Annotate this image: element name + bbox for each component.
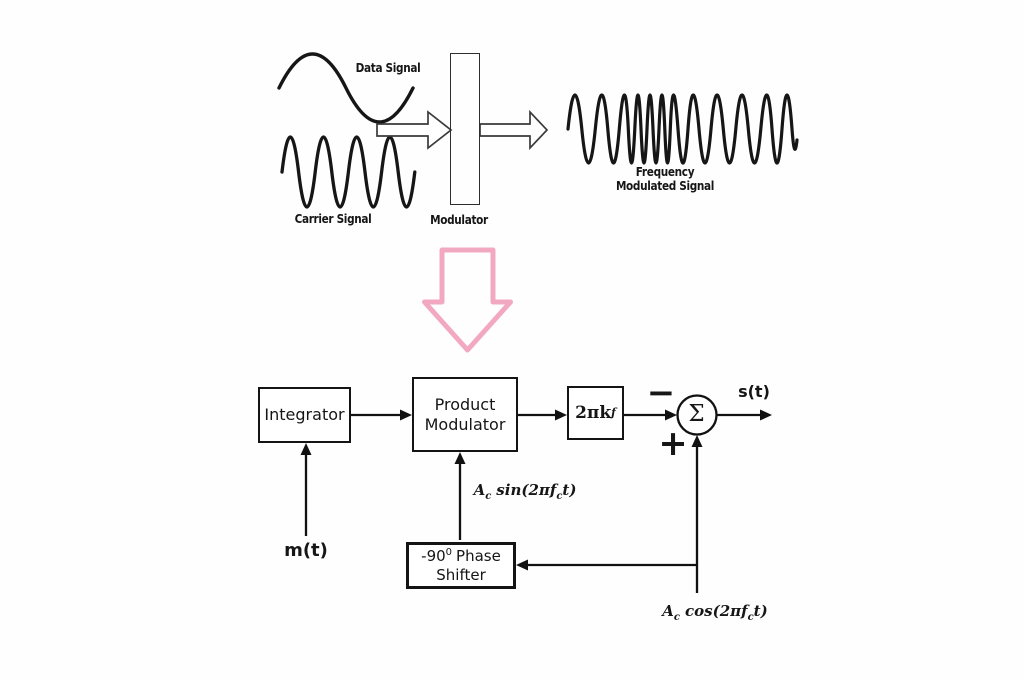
data-signal-label: Data Signal <box>355 60 421 75</box>
connector-arrowheads <box>300 409 772 571</box>
phase-shifter-degrees-sup: 0 <box>445 547 453 559</box>
cos-func: cos(2π <box>685 602 742 620</box>
summer-minus-sign: − <box>646 373 676 413</box>
product-modulator-box: Product Modulator <box>412 377 518 452</box>
modulator-input-arrow-icon <box>376 110 453 150</box>
product-modulator-label-line1: Product <box>434 394 496 414</box>
fm-signal-label: Frequency Modulated Signal <box>600 165 730 192</box>
arrowhead-icon <box>300 443 312 455</box>
arrowhead-icon <box>760 409 772 421</box>
data-signal-wave <box>277 52 415 124</box>
phase-shifter-degrees: -90 <box>421 547 446 566</box>
pink-down-arrow-icon <box>422 247 513 353</box>
carrier-signal-label: Carrier Signal <box>294 211 372 226</box>
summer-sigma-symbol: Σ <box>688 401 705 427</box>
carrier-signal-wave <box>280 135 417 209</box>
cos-f-sub: c <box>747 612 754 623</box>
fm-signal-label-line1: Frequency <box>635 164 695 179</box>
sin-var: A <box>473 481 486 499</box>
arrowhead-icon <box>516 559 528 571</box>
cos-f: f <box>741 602 748 620</box>
phase-shifter-label-line2: Shifter <box>436 565 486 584</box>
fm-signal-label-line2: Modulated Signal <box>615 177 715 193</box>
cos-tail: t) <box>753 602 768 620</box>
message-input-label: m(t) <box>284 540 328 561</box>
arrowhead-icon <box>555 409 567 421</box>
sin-f: f <box>549 481 557 499</box>
integrator-label: Integrator <box>264 405 345 425</box>
output-signal-label: s(t) <box>738 382 770 401</box>
modulator-output-arrow-icon <box>479 109 549 151</box>
sin-func: sin(2π <box>496 481 550 499</box>
arrowhead-icon <box>691 435 703 447</box>
gain-label-subscript: f <box>611 406 616 420</box>
sin-tail: t) <box>562 481 577 499</box>
integrator-box: Integrator <box>258 387 351 443</box>
connector-lines <box>304 413 762 593</box>
modulator-rect <box>450 53 480 205</box>
summing-junction-circle <box>676 394 718 436</box>
sin-f-sub: c <box>556 491 563 502</box>
product-modulator-label-line2: Modulator <box>424 414 506 434</box>
sin-var-sub: c <box>485 491 492 502</box>
arrowhead-icon <box>665 409 677 421</box>
cos-var: A <box>662 602 674 620</box>
arrowhead-icon <box>400 409 412 421</box>
modulator-label: Modulator <box>430 212 488 227</box>
cos-var-sub: c <box>673 612 681 623</box>
summer-plus-sign: + <box>658 424 688 464</box>
fm-signal-wave <box>566 93 799 165</box>
phase-shifter-word: Phase <box>456 547 501 566</box>
gain-label: 2πk <box>575 402 612 423</box>
arrowhead-icon <box>454 452 466 464</box>
